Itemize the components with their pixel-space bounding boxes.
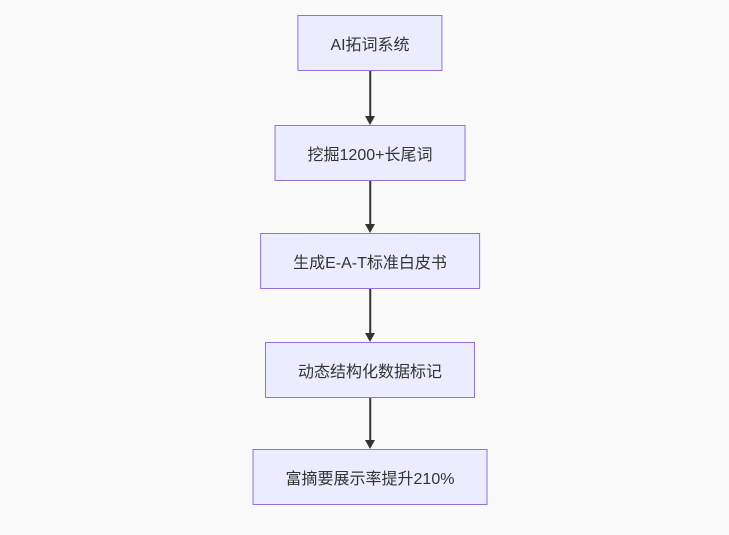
flow-edge-line: [369, 289, 371, 333]
flow-node-label: 动态结构化数据标记: [297, 364, 443, 381]
flow-node-label: 富摘要展示率提升210%: [285, 471, 455, 488]
flow-node-label: 挖掘1200+长尾词: [307, 147, 433, 164]
arrowhead-down-icon: [365, 224, 375, 233]
flow-node-eat-whitepaper: 生成E-A-T标准白皮书: [260, 233, 480, 289]
flow-edge-line: [369, 181, 371, 224]
arrowhead-down-icon: [365, 440, 375, 449]
arrowhead-down-icon: [365, 333, 375, 342]
flow-node-label: 生成E-A-T标准白皮书: [293, 255, 447, 272]
arrowhead-down-icon: [365, 116, 375, 125]
flow-node-label: AI拓词系统: [330, 37, 410, 54]
flow-node-longtail-words: 挖掘1200+长尾词: [274, 125, 466, 181]
flow-edge-line: [369, 398, 371, 440]
flow-node-rich-snippet-result: 富摘要展示率提升210%: [252, 449, 488, 505]
flow-node-ai-word-system: AI拓词系统: [297, 15, 443, 71]
flow-node-structured-data: 动态结构化数据标记: [264, 342, 476, 398]
flow-edge-line: [369, 71, 371, 116]
